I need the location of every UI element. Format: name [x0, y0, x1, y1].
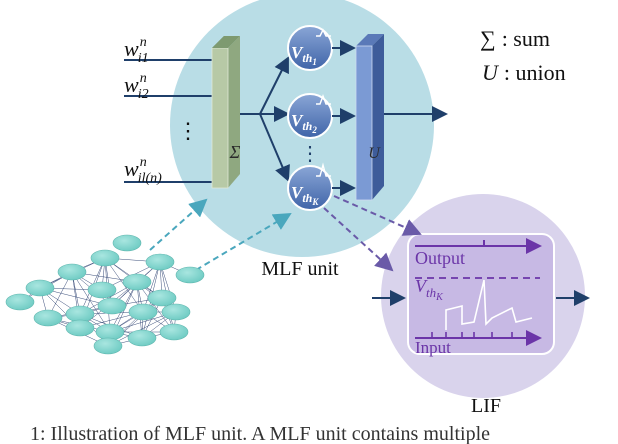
network-dashed-up [149, 198, 208, 251]
vth-k-to-lif-connector-top [333, 195, 422, 236]
network-dashed-right [195, 212, 292, 271]
lif-membrane-trace [445, 279, 533, 330]
network-node [175, 266, 205, 284]
network-edge [107, 311, 177, 347]
network-node [33, 309, 63, 327]
network-node [65, 305, 95, 323]
union-input-lines [332, 40, 356, 196]
vth-k-label: VthK [291, 183, 319, 207]
network-node [95, 323, 125, 341]
network-edge [142, 261, 161, 313]
network-node [87, 281, 117, 299]
vth-k-to-lif-connector-bottom [323, 207, 394, 272]
vth-2-label: Vth2 [291, 111, 317, 135]
figure-caption-fragment: 1: Illustration of MLF unit. A MLF unit … [30, 423, 490, 444]
lif-output-line [415, 238, 542, 254]
input-lines [124, 59, 212, 183]
network-node [25, 279, 55, 297]
input-dots: ⋮ [177, 118, 199, 143]
network-node [93, 337, 123, 355]
network-node [57, 263, 87, 281]
legend-union: U: union [482, 60, 566, 85]
sum-panel [211, 36, 240, 189]
lif-threshold-label: VthK [415, 276, 444, 303]
lif-input-line [415, 330, 542, 346]
network-node [128, 303, 158, 321]
network-edge [136, 281, 175, 333]
network-node [65, 319, 95, 337]
network-node [122, 273, 152, 291]
network-node [161, 303, 191, 321]
network-node [147, 289, 177, 307]
lif-caption: LIF [471, 395, 501, 417]
network-node [5, 293, 35, 311]
network-node [127, 329, 157, 347]
lif-input-label: Input [415, 338, 451, 357]
sum-panel-label: Σ [229, 142, 241, 162]
mlf-unit-label: MLF unit [261, 258, 339, 280]
fan-out-lines [240, 56, 290, 182]
lif-output-label: Output [415, 248, 465, 268]
network-node [112, 234, 142, 252]
network-node [159, 323, 189, 341]
network-node [145, 253, 175, 271]
vth-1-label: Vth1 [291, 43, 317, 67]
vth-vertical-dots: ⋮ [300, 143, 320, 165]
union-panel [355, 34, 384, 201]
network-node [90, 249, 120, 267]
legend-sum: ∑: sum [480, 26, 550, 51]
union-panel-label: U [368, 145, 381, 162]
network-nodes [5, 234, 205, 355]
network-edge [159, 261, 177, 313]
network-node [97, 297, 127, 315]
